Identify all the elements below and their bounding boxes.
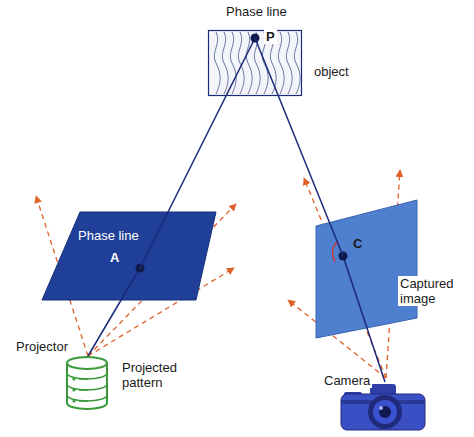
sight-line [371, 340, 384, 378]
projector-image-plane-shape [40, 210, 218, 302]
sight-line [89, 302, 120, 355]
camera-icon: Camera [340, 378, 426, 432]
sight-line [384, 378, 385, 382]
projector-image-plane: Phase lineA [40, 210, 218, 302]
node-label: C [353, 236, 362, 251]
camera-image-plane-shape [313, 198, 419, 340]
node-label: Camera [322, 373, 372, 388]
sight-line [278, 96, 319, 198]
image-label: Captured image [398, 276, 468, 306]
sight-line [255, 38, 278, 96]
object-surface-shape [208, 30, 302, 96]
sight-line [343, 256, 371, 340]
object-surface: Phase linePobject [208, 30, 302, 96]
node-label: Projector [14, 339, 70, 354]
node-label: A [110, 250, 119, 265]
camera-image-plane: C [313, 198, 419, 340]
sight-line [226, 38, 255, 96]
sight-line [320, 198, 343, 256]
sight-line [140, 210, 169, 268]
sight-line [120, 268, 140, 302]
node-label: Phase line [78, 228, 139, 243]
node-label: P [264, 29, 277, 44]
sight-line [87, 355, 89, 356]
pattern-label: Projected pattern [120, 360, 196, 390]
projector-icon: Projector [64, 355, 110, 411]
node-label: object [312, 64, 351, 79]
sight-line [169, 96, 226, 210]
node-label: Phase line [224, 4, 289, 19]
projector-icon-shape [64, 355, 110, 411]
